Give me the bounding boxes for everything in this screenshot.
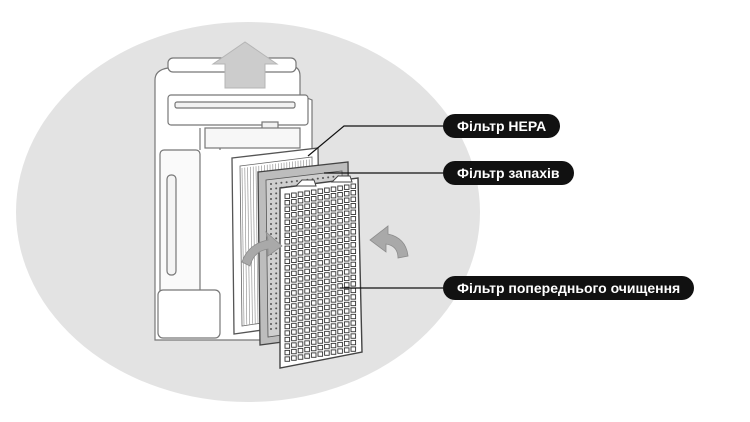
curved-arrow-icon [369,225,409,259]
curved-arrow-icon [241,230,283,267]
label-hepa-filter: Фільтр HEPA [443,114,561,138]
leader-lines [307,125,443,289]
prefilter [279,175,363,369]
leader-line-hepa [307,125,443,157]
label-odor-filter: Фільтр запахів [443,161,574,185]
label-prefilter: Фільтр попереднього очищення [443,276,695,300]
arrow-up-icon [211,41,279,89]
